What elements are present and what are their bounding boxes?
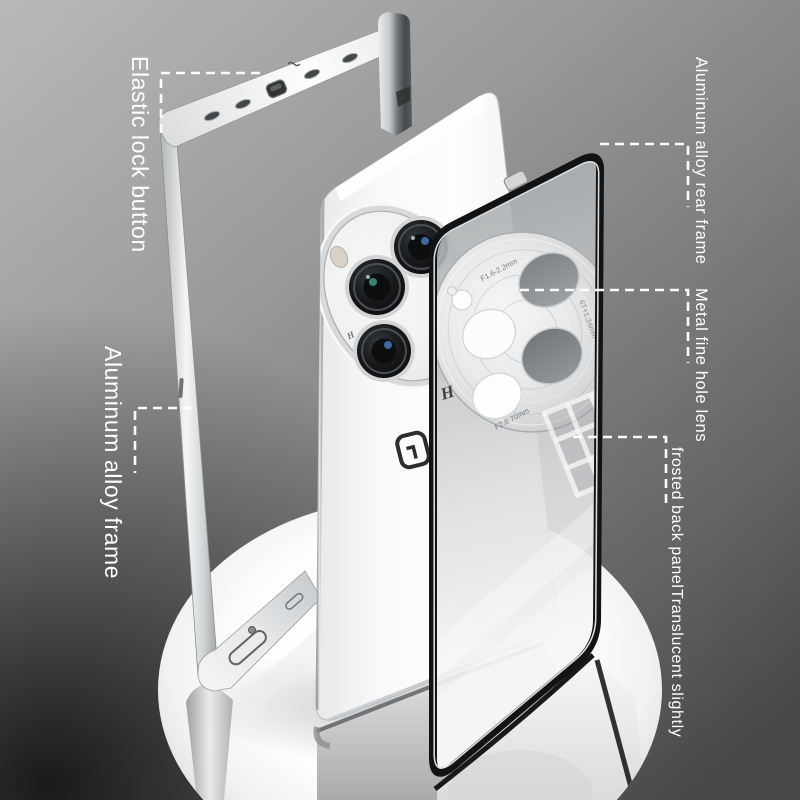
panel-sheen — [436, 500, 598, 680]
plate-hole-flash — [451, 289, 473, 311]
label-translucent-line1: Translucent slightly — [668, 588, 685, 737]
leader-metal-fine-hole-lens — [520, 288, 690, 363]
plate-hole-right-lens — [521, 327, 583, 385]
hasselblad-mark-plate: H — [437, 381, 457, 404]
panel-top-tab — [503, 170, 528, 191]
frame-corner-post — [378, 12, 412, 136]
panel-inner-metal-line — [433, 161, 600, 769]
label-translucent-back-panel: Translucent slightly frosted back panel — [660, 447, 685, 737]
camera-lens-bottom — [353, 320, 415, 382]
lock-button-engraving — [287, 61, 301, 67]
plate-hole-top-lens — [518, 252, 580, 308]
leader-aluminum-alloy-frame — [133, 406, 192, 473]
laser-af-window — [329, 246, 349, 268]
frame-side-slot — [178, 378, 184, 398]
label-translucent-line2: frosted back panel — [668, 447, 685, 589]
label-aluminum-alloy-rear-frame: Aluminum alloy rear frame — [692, 57, 710, 265]
plate-hole-left-lens — [461, 308, 517, 360]
back-panel: F1.6-2.2mm 6T+1.34mm F2.6 70mm H — [428, 153, 605, 777]
label-aluminum-alloy-frame: Aluminum alloy frame — [100, 346, 126, 580]
phone-brand-logo — [395, 430, 431, 470]
phone-top-face — [335, 95, 486, 201]
plate-hole-bottom-lens — [471, 372, 523, 420]
elastic-lock-button — [265, 79, 288, 99]
frame-screw — [248, 626, 256, 634]
frame-antenna-holes — [204, 52, 358, 122]
metal-lens-plate: F1.6-2.2mm 6T+1.34mm F2.6 70mm H — [432, 231, 601, 433]
leader-elastic-lock-button — [159, 71, 260, 139]
leader-translucent-back-panel — [573, 435, 668, 503]
label-metal-fine-hole-lens: Metal fine hole lens — [692, 288, 710, 443]
camera-lens-middle — [345, 255, 409, 319]
plate-hole-sensor — [447, 286, 457, 296]
aluminum-alloy-frame — [158, 12, 412, 692]
label-elastic-lock-button: Elastic lock button — [127, 56, 153, 253]
panel-black-rim — [428, 153, 605, 777]
frame-bottom-slot — [228, 629, 267, 666]
leader-lines — [133, 71, 690, 503]
